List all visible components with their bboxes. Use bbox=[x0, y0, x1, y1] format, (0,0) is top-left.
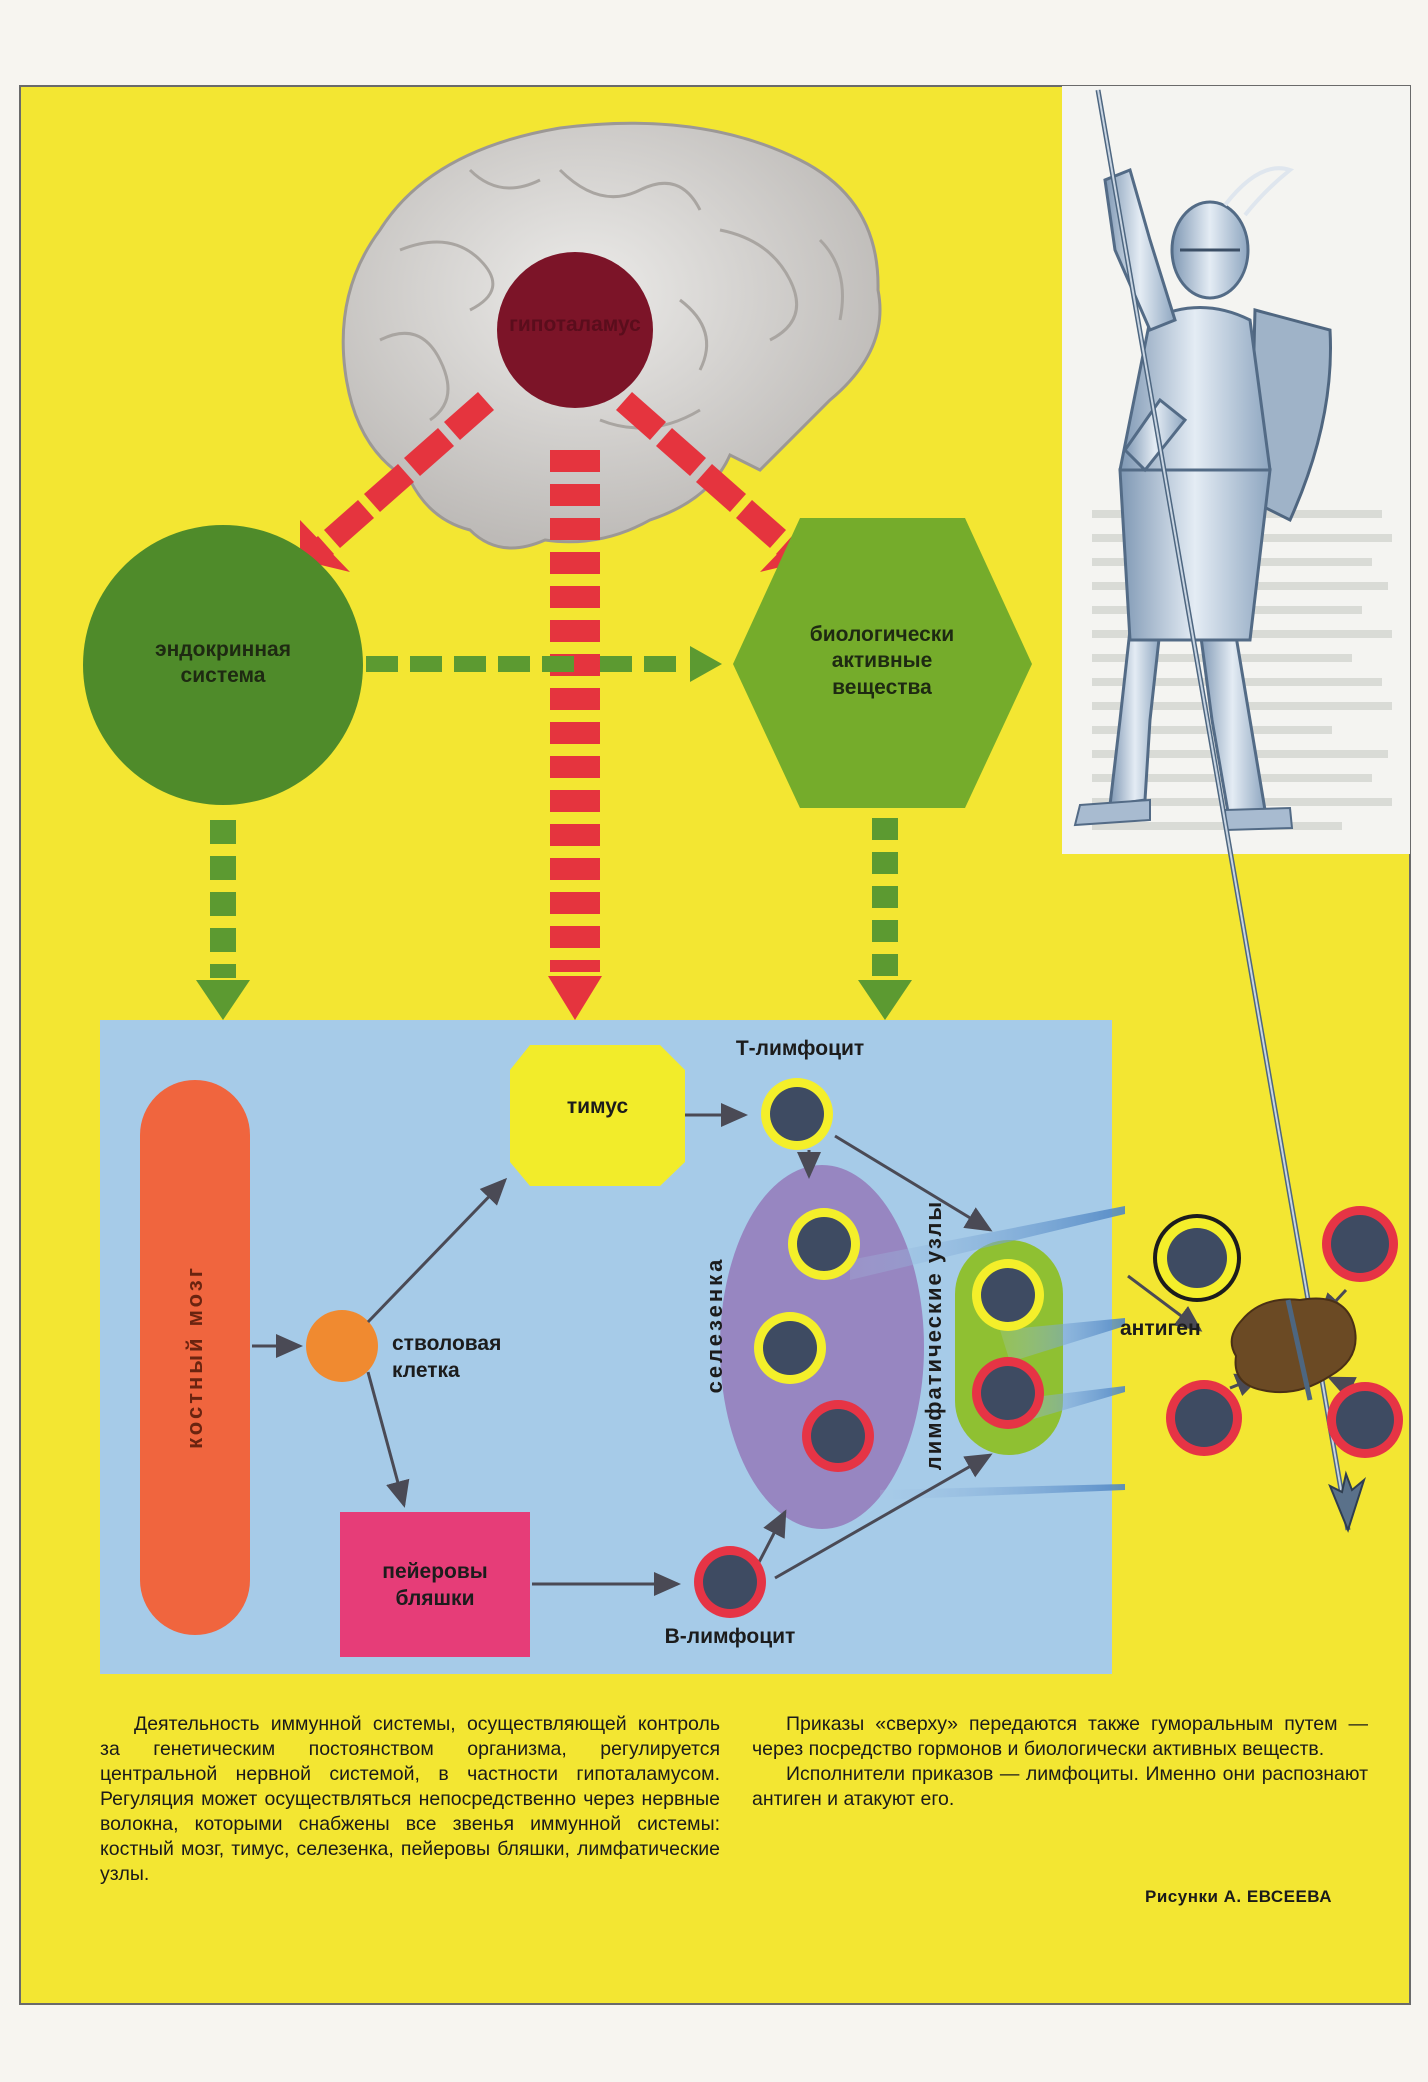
beams bbox=[850, 1206, 1125, 1500]
bone-marrow-label: костный мозг bbox=[182, 1265, 207, 1449]
knight-illustration bbox=[1073, 89, 1366, 1533]
attacking-b-cell-2 bbox=[1166, 1380, 1242, 1456]
peyer-label: пейеровы бляшки bbox=[340, 1558, 530, 1613]
stem-cell-node bbox=[306, 1310, 378, 1382]
attacking-b-cell-1 bbox=[1322, 1206, 1398, 1282]
text-column-left: Деятельность иммунной системы, осуществл… bbox=[100, 1712, 720, 1887]
bio-label-line-2: активные bbox=[831, 649, 933, 673]
text-column-right: Приказы «сверху» передаются также гумора… bbox=[752, 1712, 1368, 1812]
t-lymphocyte bbox=[761, 1078, 833, 1150]
attacking-b-cell-3 bbox=[1327, 1382, 1403, 1458]
endocrine-node bbox=[83, 525, 363, 805]
flow-arrows bbox=[252, 1103, 1357, 1596]
endocrine-label-line-1: эндокринная bbox=[155, 638, 291, 661]
bio-label-line-1: биологически bbox=[809, 623, 955, 646]
lymph-b-cell bbox=[972, 1357, 1044, 1429]
bone-marrow-node bbox=[140, 1080, 250, 1635]
spleen-t-cell-2 bbox=[754, 1312, 826, 1384]
endocrine-label: эндокринная система bbox=[123, 637, 323, 690]
peyer-line-1: пейеровы bbox=[382, 1560, 488, 1583]
stem-cell-label: стволовая клетка bbox=[392, 1330, 501, 1385]
lymph-t-cell bbox=[972, 1259, 1044, 1331]
lymph-nodes-label: лимфатические узлы bbox=[921, 1199, 946, 1471]
peyer-node bbox=[340, 1512, 530, 1657]
antigen-blob bbox=[1230, 1297, 1357, 1394]
antigen-label: антиген bbox=[1120, 1317, 1201, 1340]
thymus-node bbox=[510, 1045, 685, 1186]
illustration-credit: Рисунки А. ЕВСЕЕВА bbox=[1145, 1887, 1333, 1906]
thymus-label: тимус bbox=[566, 1095, 629, 1118]
humoral-arrows bbox=[196, 646, 912, 1020]
right-paragraph-1: Приказы «сверху» передаются также гумора… bbox=[752, 1713, 1368, 1760]
attacking-t-cell bbox=[1153, 1214, 1241, 1302]
spleen-label: селезенка bbox=[702, 1256, 727, 1394]
bio-label-line-3: вещества bbox=[832, 675, 932, 699]
stem-cell-line-1: стволовая bbox=[392, 1332, 502, 1355]
hypothalamus-label: гипоталамус bbox=[509, 313, 641, 336]
spleen-b-cell bbox=[802, 1400, 874, 1472]
peyer-line-2: бляшки bbox=[395, 1587, 475, 1611]
spleen-t-cell-1 bbox=[788, 1208, 860, 1280]
stem-cell-line-2: клетка bbox=[392, 1359, 460, 1383]
b-lymphocyte bbox=[694, 1546, 766, 1618]
t-lymphocyte-label: Т-лимфоцит bbox=[735, 1037, 865, 1060]
right-paragraph-2: Исполнители приказов — лимфоциты. Именно… bbox=[752, 1762, 1368, 1810]
hypothalamus-node bbox=[497, 252, 653, 408]
endocrine-label-line-2: система bbox=[180, 664, 266, 688]
bio-substances-label: биологически активные вещества bbox=[782, 622, 982, 701]
b-lymphocyte-label: В-лимфоцит bbox=[664, 1625, 796, 1648]
antigen-cluster bbox=[1153, 1206, 1403, 1458]
bio-substances-node bbox=[733, 518, 1032, 808]
left-paragraph-1: Деятельность иммунной системы, осуществл… bbox=[100, 1713, 720, 1885]
